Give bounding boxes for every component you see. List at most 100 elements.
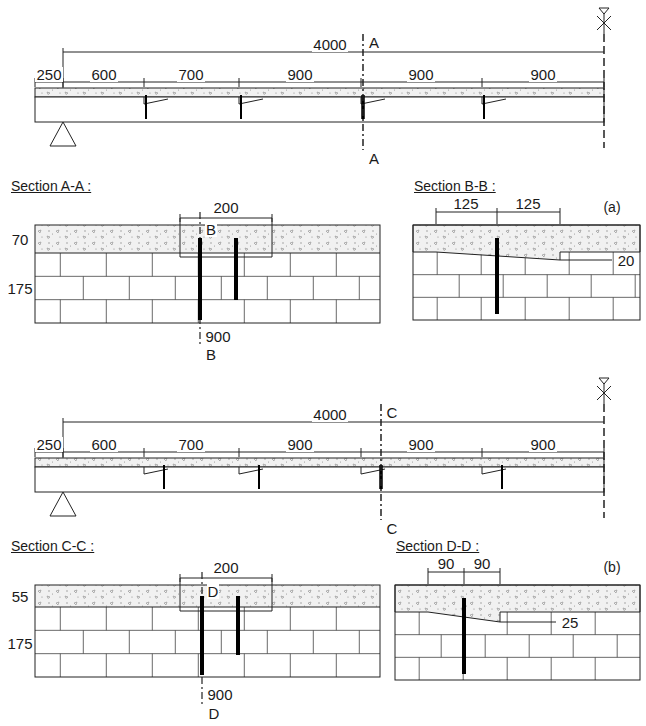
dimension-line (63, 52, 604, 53)
section-mark: C (386, 405, 399, 420)
mortar-joint (106, 300, 107, 323)
mortar-joint (437, 297, 438, 320)
mortar-joint (35, 653, 380, 654)
mortar-joint (419, 612, 420, 635)
mortar-joint (35, 299, 380, 300)
mortar-joint (129, 630, 130, 653)
section-line (362, 34, 364, 150)
concrete-topping (35, 458, 604, 467)
mortar-joint (313, 276, 314, 299)
topping-notch (239, 97, 263, 104)
mortar-joint (551, 657, 552, 680)
dimension-tick (482, 448, 483, 457)
dimension-line (180, 578, 272, 579)
mortar-joint (244, 607, 245, 630)
recess-outline (180, 578, 272, 611)
mortar-joint (221, 630, 222, 653)
mortar-joint (175, 630, 176, 653)
dimension-tick (361, 448, 362, 457)
section-outline (35, 585, 380, 677)
mortar-joint (106, 607, 107, 630)
reinforcement-bar (198, 238, 202, 320)
mortar-joint (60, 300, 61, 323)
mortar-joint (290, 300, 291, 323)
dimension-line (35, 82, 604, 83)
mortar-joint (635, 275, 636, 298)
interface-line (35, 253, 380, 254)
concrete-topping (395, 585, 640, 622)
mortar-joint (507, 657, 508, 680)
mortar-joint (313, 630, 314, 653)
mortar-joint (175, 276, 176, 299)
dimension-label: 600 (90, 437, 117, 452)
section-title: Section D-D : (395, 539, 480, 553)
symmetry-symbol (597, 16, 611, 30)
mortar-joint (290, 607, 291, 630)
mortar-joint (359, 630, 360, 653)
dimension-tick (464, 568, 465, 584)
dimension-label: 700 (177, 437, 204, 452)
mortar-joint (198, 607, 199, 630)
masonry-ground (35, 607, 380, 677)
interface-line (35, 607, 380, 608)
dimension-line (180, 218, 272, 219)
dimension-tick (272, 214, 273, 222)
leader-line (560, 260, 612, 261)
dimension-label: 900 (407, 67, 434, 82)
reinforcement-bar (234, 238, 238, 300)
concrete-topping (413, 225, 640, 260)
dimension-tick (144, 78, 145, 87)
reinforcement-bar (495, 238, 499, 314)
mortar-joint (441, 635, 442, 658)
topping-notch (144, 97, 168, 104)
symmetry-line (603, 34, 605, 148)
dimension-label: 900 (407, 437, 434, 452)
dimension-tick (428, 568, 429, 584)
mortar-joint (573, 635, 574, 658)
mortar-joint (106, 253, 107, 276)
dimension-label: 20 (617, 253, 636, 268)
reinforcement-bar (258, 465, 260, 489)
mortar-joint (244, 253, 245, 276)
dimension-label: 4000 (312, 407, 347, 422)
concrete-topping (35, 88, 604, 97)
section-line (199, 212, 200, 346)
mortar-joint (395, 634, 640, 635)
mortar-joint (267, 276, 268, 299)
mortar-joint (413, 274, 640, 275)
section-outline (413, 225, 640, 320)
panel-label: (a) (602, 200, 621, 214)
recess-outline (180, 218, 272, 257)
mortar-joint (485, 635, 486, 658)
section-outline (395, 585, 640, 680)
mortar-joint (35, 276, 380, 277)
dimension-tick (239, 448, 240, 457)
dimension-label: 25 (561, 615, 580, 630)
dimension-label: 125 (514, 196, 541, 211)
dimension-tick (272, 574, 273, 582)
dimension-label: 900 (286, 67, 313, 82)
mortar-joint (551, 612, 552, 635)
mortar-joint (83, 276, 84, 299)
masonry-ground (35, 253, 380, 323)
mortar-joint (437, 252, 438, 275)
dimension-label: 70 (11, 232, 30, 247)
mortar-joint (336, 607, 337, 630)
mortar-joint (106, 654, 107, 677)
mortar-joint (507, 612, 508, 635)
mortar-joint (290, 253, 291, 276)
reinforcement-bar (462, 598, 466, 674)
mortar-joint (529, 635, 530, 658)
symmetry-symbol (599, 8, 609, 14)
dimension-label: 125 (452, 196, 479, 211)
section-title: Section C-C : (10, 539, 95, 553)
section-line (380, 404, 382, 520)
mortar-joint (413, 297, 640, 298)
symmetry-symbol (597, 386, 611, 400)
panel-label: (b) (602, 560, 621, 574)
dimension-tick (144, 448, 145, 457)
mortar-joint (395, 657, 640, 658)
dimension-label: 175 (6, 636, 33, 651)
